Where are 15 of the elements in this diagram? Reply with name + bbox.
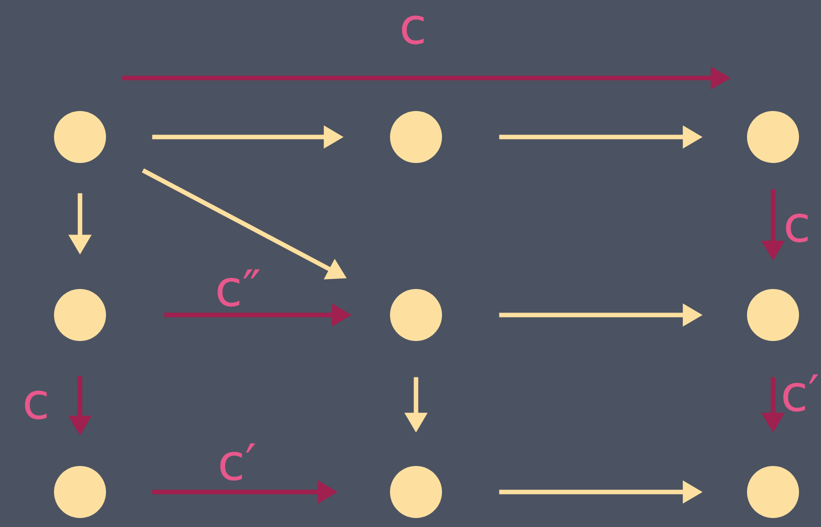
edge-label: c′ xyxy=(783,374,818,412)
dot xyxy=(390,466,442,518)
dot xyxy=(54,289,106,341)
dot xyxy=(747,111,799,163)
dot xyxy=(747,466,799,518)
edge-label: c″ xyxy=(218,269,260,307)
edge-label: c xyxy=(786,214,808,242)
dot xyxy=(390,111,442,163)
edge-label: c xyxy=(25,390,47,420)
dot xyxy=(54,466,106,518)
edge-label: c xyxy=(402,16,424,44)
dot xyxy=(54,111,106,163)
dot xyxy=(747,289,799,341)
edge-label: c′ xyxy=(220,443,256,481)
dot xyxy=(390,289,442,341)
